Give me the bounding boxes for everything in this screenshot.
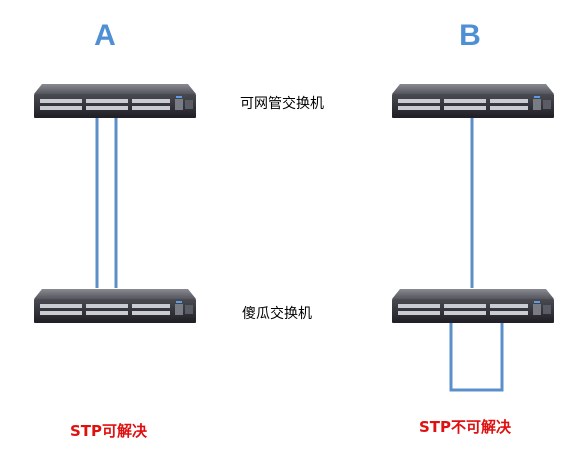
dumb-switch-b [392, 289, 554, 323]
managed-switch-b [392, 84, 554, 118]
scenario-a-heading: A [94, 19, 116, 52]
managed-switch-a [34, 84, 196, 118]
dumb-switch-label: 傻瓜交换机 [242, 306, 312, 322]
managed-switch-label: 可网管交换机 [240, 96, 324, 112]
scenario-b-verdict: STP不可解决 [419, 418, 512, 436]
scenario-b-heading: B [459, 19, 481, 52]
cable-b-loop [449, 323, 504, 392]
dumb-switch-a [34, 289, 196, 323]
scenario-a-verdict: STP可解决 [70, 422, 148, 440]
